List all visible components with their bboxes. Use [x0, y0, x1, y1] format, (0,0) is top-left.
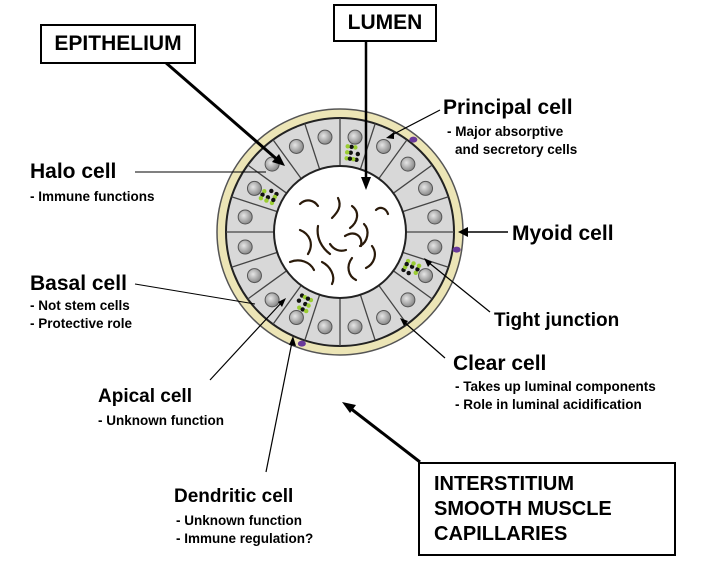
apical-cell-notes: - Unknown function	[98, 412, 224, 430]
nucleus	[238, 240, 252, 254]
clear-cell-granule	[269, 189, 273, 193]
nucleus	[318, 320, 332, 334]
principal-cell-notes: - Major absorptive and secretory cells	[447, 123, 577, 159]
dendritic-note-1: - Unknown function	[176, 512, 313, 530]
apical-note-1: - Unknown function	[98, 412, 224, 430]
nucleus	[428, 210, 442, 224]
clear-cell-granule	[404, 262, 408, 266]
lumen-box: LUMEN	[333, 4, 437, 42]
nucleus	[428, 240, 442, 254]
dendritic-cell-title: Dendritic cell	[174, 486, 293, 508]
clear-cell-granule	[259, 196, 263, 200]
interstitium-line-2: SMOOTH MUSCLE	[434, 497, 674, 522]
basal-cell-title: Basal cell	[30, 272, 127, 296]
clear-cell-granule	[417, 264, 421, 268]
nucleus	[289, 311, 303, 325]
lumen-area	[274, 166, 406, 298]
dendritic-note-2: - Immune regulation?	[176, 530, 313, 548]
principal-note-1: - Major absorptive	[447, 123, 577, 141]
clear-cell-granule	[349, 145, 353, 149]
nucleus	[247, 181, 261, 195]
nucleus	[247, 269, 261, 283]
clear-cell-title: Clear cell	[453, 352, 546, 376]
nucleus	[318, 130, 332, 144]
nucleus	[401, 157, 415, 171]
interstitium-line-1: INTERSTITIUM	[434, 472, 674, 497]
nucleus	[289, 139, 303, 153]
halo-note-1: - Immune functions	[30, 188, 155, 206]
principal-cell-title: Principal cell	[443, 96, 573, 120]
clear-note-1: - Takes up luminal components	[455, 378, 656, 396]
clear-cell-granule	[297, 298, 301, 302]
clear-cell-granule	[356, 152, 360, 156]
epithelium-box: EPITHELIUM	[40, 24, 196, 64]
nucleus	[419, 269, 433, 283]
nucleus	[419, 181, 433, 195]
clear-cell-granule	[345, 150, 349, 154]
clear-cell-granule	[306, 296, 310, 300]
myoid-cell-title: Myoid cell	[512, 222, 614, 246]
clear-cell-granule	[411, 261, 415, 265]
nucleus	[348, 130, 362, 144]
purple-cell-accent	[298, 341, 306, 347]
interstitium-line-3: CAPILLARIES	[434, 522, 674, 547]
nucleus	[377, 139, 391, 153]
clear-cell-granule	[306, 303, 310, 307]
basal-note-2: - Protective role	[30, 315, 132, 333]
basal-note-1: - Not stem cells	[30, 297, 132, 315]
clear-cell-granule	[271, 198, 275, 202]
halo-cell-notes: - Immune functions	[30, 188, 155, 206]
lumen-label: LUMEN	[348, 11, 423, 34]
purple-cell-accent	[409, 137, 417, 143]
nucleus	[265, 293, 279, 307]
nucleus	[377, 311, 391, 325]
principal-note-2: and secretory cells	[447, 141, 577, 159]
interstitium-box: INTERSTITIUM SMOOTH MUSCLE CAPILLARIES	[418, 462, 676, 556]
dendritic-cell-notes: - Unknown function - Immune regulation?	[176, 512, 313, 548]
epithelium-label: EPITHELIUM	[54, 32, 181, 55]
apical-cell-title: Apical cell	[98, 386, 192, 408]
clear-cell-granule	[406, 271, 410, 275]
clear-cell-granule	[345, 144, 349, 148]
halo-cell-title: Halo cell	[30, 160, 116, 184]
clear-cell-granule	[304, 309, 308, 313]
nucleus	[238, 210, 252, 224]
tight-junction-title: Tight junction	[494, 310, 619, 332]
clear-note-2: - Role in luminal acidification	[455, 396, 656, 414]
clear-cell-granule	[264, 198, 268, 202]
nucleus	[401, 293, 415, 307]
basal-cell-notes: - Not stem cells - Protective role	[30, 297, 132, 333]
clear-cell-notes: - Takes up luminal components - Role in …	[455, 378, 656, 414]
clear-cell-granule	[353, 145, 357, 149]
clear-cell-granule	[348, 156, 352, 160]
nucleus	[348, 320, 362, 334]
purple-cell-accent	[453, 247, 461, 253]
